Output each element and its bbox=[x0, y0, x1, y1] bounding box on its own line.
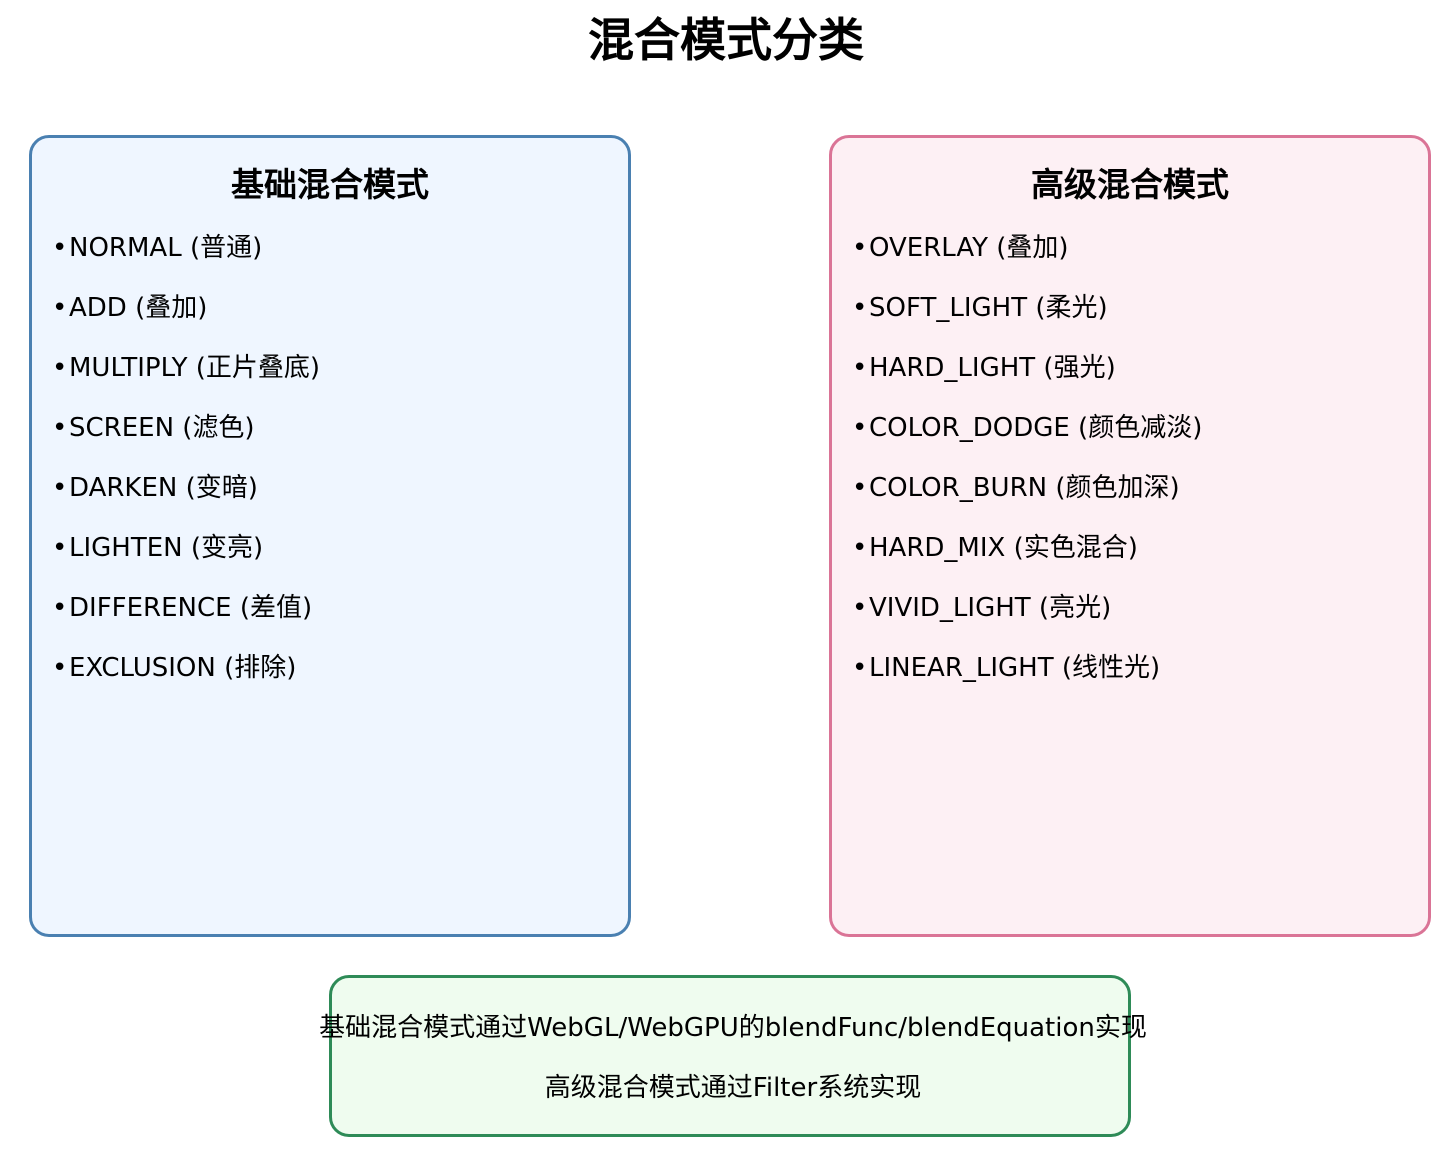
mode-label: HARD_LIGHT (强光) bbox=[869, 353, 1116, 383]
list-item: •EXCLUSION (排除) bbox=[52, 648, 320, 708]
bullet-icon: • bbox=[52, 473, 68, 503]
list-item: •NORMAL (普通) bbox=[52, 228, 320, 288]
list-item: •COLOR_DODGE (颜色减淡) bbox=[852, 408, 1202, 468]
bullet-icon: • bbox=[852, 233, 868, 263]
list-item: •SOFT_LIGHT (柔光) bbox=[852, 288, 1202, 348]
bullet-icon: • bbox=[52, 413, 68, 443]
mode-label: EXCLUSION (排除) bbox=[69, 653, 297, 683]
advanced-modes-panel: 高级混合模式 •OVERLAY (叠加) •SOFT_LIGHT (柔光) •H… bbox=[829, 135, 1431, 937]
list-item: •SCREEN (滤色) bbox=[52, 408, 320, 468]
list-item: •LIGHTEN (变亮) bbox=[52, 528, 320, 588]
note-line-advanced: 高级混合模式通过Filter系统实现 bbox=[544, 1073, 922, 1103]
page-title: 混合模式分类 bbox=[588, 13, 864, 67]
bullet-icon: • bbox=[852, 413, 868, 443]
list-item: •ADD (叠加) bbox=[52, 288, 320, 348]
list-item: •LINEAR_LIGHT (线性光) bbox=[852, 648, 1202, 708]
mode-label: LIGHTEN (变亮) bbox=[69, 533, 264, 563]
advanced-modes-list: •OVERLAY (叠加) •SOFT_LIGHT (柔光) •HARD_LIG… bbox=[852, 228, 1202, 708]
mode-label: DARKEN (变暗) bbox=[69, 473, 258, 503]
list-item: •DIFFERENCE (差值) bbox=[52, 588, 320, 648]
basic-modes-list: •NORMAL (普通) •ADD (叠加) •MULTIPLY (正片叠底) … bbox=[52, 228, 320, 708]
list-item: •HARD_LIGHT (强光) bbox=[852, 348, 1202, 408]
basic-modes-heading: 基础混合模式 bbox=[231, 165, 429, 204]
mode-label: VIVID_LIGHT (亮光) bbox=[869, 593, 1112, 623]
mode-label: OVERLAY (叠加) bbox=[869, 233, 1069, 263]
bullet-icon: • bbox=[52, 233, 68, 263]
bullet-icon: • bbox=[52, 293, 68, 323]
implementation-note-box: 基础混合模式通过WebGL/WebGPU的blendFunc/blendEqua… bbox=[319, 975, 1147, 1137]
list-item: •MULTIPLY (正片叠底) bbox=[52, 348, 320, 408]
list-item: •OVERLAY (叠加) bbox=[852, 228, 1202, 288]
mode-label: ADD (叠加) bbox=[69, 293, 208, 323]
list-item: •DARKEN (变暗) bbox=[52, 468, 320, 528]
list-item: •COLOR_BURN (颜色加深) bbox=[852, 468, 1202, 528]
bullet-icon: • bbox=[852, 353, 868, 383]
bullet-icon: • bbox=[852, 293, 868, 323]
bullet-icon: • bbox=[852, 473, 868, 503]
note-line-basic: 基础混合模式通过WebGL/WebGPU的blendFunc/blendEqua… bbox=[319, 1013, 1147, 1043]
mode-label: COLOR_BURN (颜色加深) bbox=[869, 473, 1180, 503]
list-item: •HARD_MIX (实色混合) bbox=[852, 528, 1202, 588]
bullet-icon: • bbox=[52, 353, 68, 383]
bullet-icon: • bbox=[852, 533, 868, 563]
bullet-icon: • bbox=[52, 533, 68, 563]
mode-label: MULTIPLY (正片叠底) bbox=[69, 353, 321, 383]
basic-modes-panel: 基础混合模式 •NORMAL (普通) •ADD (叠加) •MULTIPLY … bbox=[29, 135, 631, 937]
mode-label: DIFFERENCE (差值) bbox=[69, 593, 313, 623]
bullet-icon: • bbox=[852, 593, 868, 623]
mode-label: HARD_MIX (实色混合) bbox=[869, 533, 1138, 563]
bullet-icon: • bbox=[852, 653, 868, 683]
mode-label: SOFT_LIGHT (柔光) bbox=[869, 293, 1108, 323]
mode-label: NORMAL (普通) bbox=[69, 233, 263, 263]
bullet-icon: • bbox=[52, 593, 68, 623]
list-item: •VIVID_LIGHT (亮光) bbox=[852, 588, 1202, 648]
advanced-modes-heading: 高级混合模式 bbox=[1031, 165, 1229, 204]
mode-label: COLOR_DODGE (颜色减淡) bbox=[869, 413, 1203, 443]
mode-label: SCREEN (滤色) bbox=[69, 413, 255, 443]
mode-label: LINEAR_LIGHT (线性光) bbox=[869, 653, 1161, 683]
bullet-icon: • bbox=[52, 653, 68, 683]
